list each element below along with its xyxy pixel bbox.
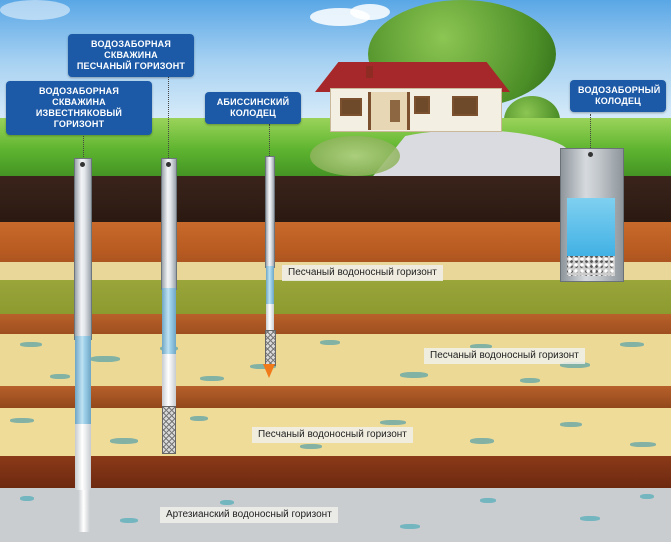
label-dug-well: ВОДОЗАБОРНЫЙ КОЛОДЕЦ — [570, 80, 666, 112]
leader-line — [269, 124, 270, 156]
layer-clay-2 — [0, 314, 671, 336]
label-well-sand: ВОДОЗАБОРНАЯ СКВАЖИНА ПЕСЧАНЫЙ ГОРИЗОНТ — [68, 34, 194, 77]
label-line-1: ВОДОЗАБОРНЫЙ — [578, 85, 661, 95]
abyssinian-filter — [265, 330, 276, 366]
well-limestone-lower-pipe — [75, 424, 91, 490]
horizon-label-sand-1: Песчаный водоносный горизонт — [282, 265, 443, 281]
layer-dense-clay — [0, 456, 671, 490]
chimney — [366, 66, 373, 78]
dug-well-gravel — [567, 256, 615, 276]
label-well-limestone: ВОДОЗАБОРНАЯ СКВАЖИНА ИЗВЕСТНЯКОВЫЙ ГОРИ… — [6, 81, 152, 135]
well-cap-dot — [588, 152, 593, 157]
layer-green-clay — [0, 280, 671, 316]
leader-line — [590, 114, 591, 148]
horizon-label-sand-2: Песчаный водоносный горизонт — [424, 348, 585, 364]
label-abyssinian-well: АБИССИНСКИЙ КОЛОДЕЦ — [205, 92, 301, 124]
abyssinian-casing — [265, 156, 275, 268]
well-limestone-casing — [74, 158, 92, 340]
house-door — [390, 100, 400, 122]
house-window — [340, 98, 362, 116]
layer-topsoil — [0, 176, 671, 224]
label-line-1: АБИССИНСКИЙ — [216, 97, 290, 107]
horizon-label-artesian: Артезианский водоносный горизонт — [160, 507, 338, 523]
leader-line — [83, 117, 84, 157]
layer-clay-3 — [0, 386, 671, 410]
well-cap-dot — [166, 162, 171, 167]
leader-line — [168, 70, 169, 158]
cloud — [350, 4, 390, 20]
well-sand-lower-pipe — [162, 354, 176, 406]
abyssinian-lower-pipe — [266, 304, 274, 330]
well-sand-filter — [162, 406, 176, 454]
abyssinian-drill-tip — [263, 364, 275, 378]
horizon-label-sand-3: Песчаный водоносный горизонт — [252, 427, 413, 443]
well-sand-casing — [161, 158, 177, 290]
house-window — [414, 96, 430, 114]
house-roof — [315, 62, 510, 92]
driveway — [370, 130, 570, 180]
abyssinian-water — [266, 266, 274, 304]
label-line-2: КОЛОДЕЦ — [230, 108, 276, 118]
house-porch — [368, 92, 410, 130]
label-line-1: ВОДОЗАБОРНАЯ СКВАЖИНА — [90, 39, 172, 60]
well-limestone-bottom-pipe — [78, 490, 90, 532]
well-cap-dot — [80, 162, 85, 167]
hedge — [310, 136, 400, 176]
house-window — [452, 96, 478, 116]
label-line-2: ПЕСЧАНЫЙ ГОРИЗОНТ — [76, 61, 186, 71]
label-line-1: ВОДОЗАБОРНАЯ СКВАЖИНА — [38, 86, 120, 107]
cloud — [0, 0, 70, 20]
dug-well-water — [567, 198, 615, 258]
label-line-2: ИЗВЕСТНЯКОВЫЙ ГОРИЗОНТ — [35, 108, 123, 129]
well-sand-water — [162, 288, 176, 354]
well-limestone-water — [75, 336, 91, 424]
label-line-2: КОЛОДЕЦ — [595, 96, 641, 106]
